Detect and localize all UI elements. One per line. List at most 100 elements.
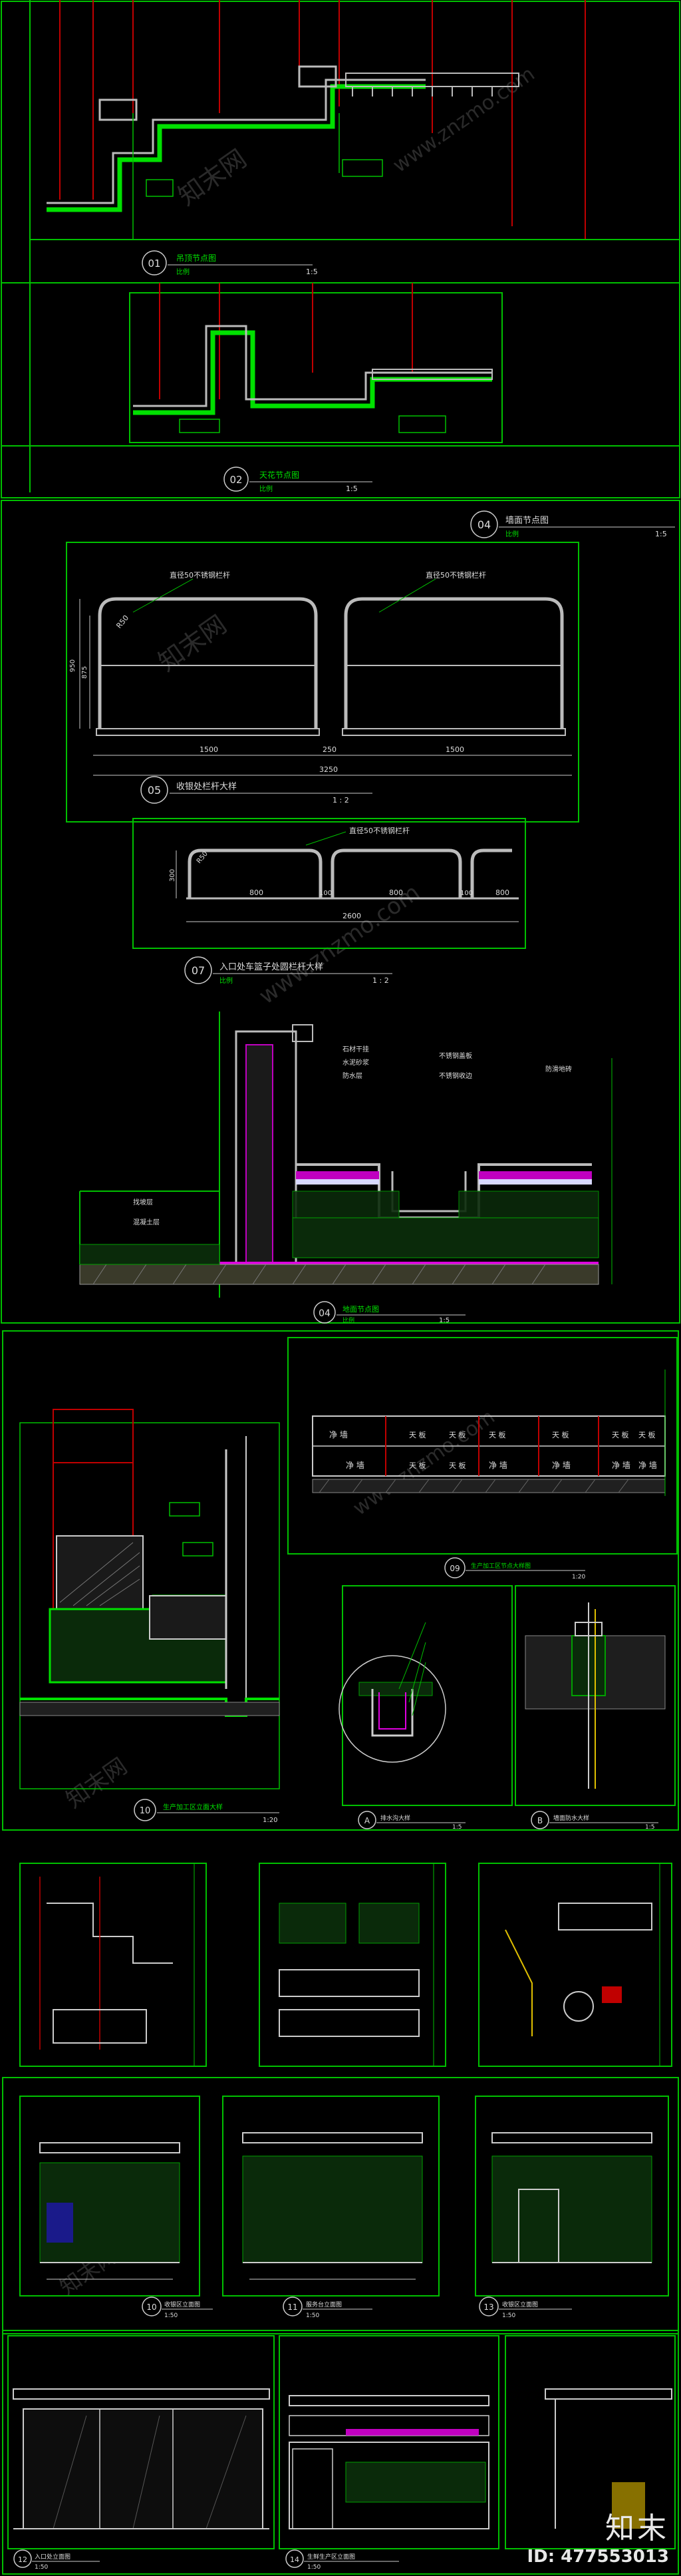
- elev14-number: 14: [290, 2555, 299, 2564]
- detail09-number: 09: [450, 1564, 460, 1573]
- detail09-box-6: 天 板: [552, 1430, 569, 1439]
- detail09-cell-2: 净 墙: [346, 1461, 364, 1470]
- thumb-2: [259, 1863, 446, 2067]
- detail09-box-5: 天 板: [489, 1430, 506, 1439]
- sheet-thumbnail-row: [0, 1850, 681, 2070]
- detail10-title: 10 生产加工区立面大样 1:20: [134, 1799, 279, 1824]
- detail07-note: 直径50不锈钢栏杆: [349, 826, 410, 835]
- detail07-title: 07 入口处车篮子处圆栏杆大样 比例 1 : 2: [184, 956, 392, 985]
- detail09-box-4: 天 板: [449, 1461, 466, 1470]
- detailA-title-text: 排水沟大样: [380, 1814, 410, 1822]
- detail07-dim-800c: 800: [495, 888, 509, 897]
- detail02-sub: 比例: [259, 484, 273, 493]
- detail10-number: 10: [140, 1806, 151, 1816]
- detail01-scale: 1:5: [306, 268, 318, 276]
- detail07-drawing: [132, 818, 526, 949]
- elev12-scale: 1:50: [35, 2564, 48, 2571]
- detail07-number: 07: [192, 964, 205, 977]
- elev13-drawing: [475, 2096, 669, 2297]
- elev11-title-text: 服务台立面图: [306, 2300, 342, 2308]
- elev12-drawing: [7, 2335, 275, 2549]
- elev10-number: 10: [146, 2302, 156, 2312]
- detail05-scale: 1 : 2: [333, 796, 349, 805]
- watermark: 知末网: [173, 144, 252, 211]
- elev14-title-text: 生鲜生产区立面图: [307, 2553, 355, 2561]
- detail09-box-3: 天 板: [409, 1461, 426, 1470]
- detail04b-scale: 1:5: [439, 1317, 450, 1324]
- detail07-dim-100a: 100: [319, 890, 332, 897]
- detail02-scale: 1:5: [346, 484, 358, 493]
- sheet6-drawing: 12 入口处立面图 1:50 14 生鲜生产区立面图 1:50: [2, 2330, 679, 2575]
- sheet1-border: [1, 1, 680, 498]
- thumb-1: [19, 1863, 207, 2067]
- detailA-scale: 1:5: [452, 1824, 462, 1831]
- detail05-radius: R50: [114, 614, 130, 630]
- detail09-title-text: 生产加工区节点大样图: [471, 1562, 531, 1570]
- detail05-dim-3250: 3250: [319, 765, 338, 774]
- detail09-box-8: 天 板: [638, 1430, 656, 1439]
- detail07-dim-800a: 800: [249, 888, 263, 897]
- detail01-number: 01: [148, 258, 160, 270]
- detail02-title-text: 天花节点图: [259, 470, 299, 480]
- sheet3-border: [2, 1330, 679, 1831]
- detailB-scale: 1:5: [645, 1824, 654, 1831]
- floor-note-4: 不锈钢盖板: [439, 1051, 472, 1060]
- detailB-number: B: [537, 1816, 543, 1825]
- elev10-scale: 1:50: [164, 2312, 178, 2319]
- floor-note-3: 防水层: [342, 1071, 362, 1080]
- detail10-drawing: [19, 1409, 280, 1789]
- detail09-drawing: [287, 1337, 678, 1555]
- brand-id: ID: 477553013: [527, 2547, 669, 2567]
- detail07-scale: 1 : 2: [372, 976, 389, 985]
- detail09-box-7: 天 板: [612, 1430, 629, 1439]
- detail01-title-text: 吊顶节点图: [176, 254, 216, 263]
- detail09-cell-4: 净 墙: [552, 1461, 571, 1470]
- watermark: 知末网: [61, 1753, 132, 1813]
- elev14-drawing: [279, 2335, 499, 2549]
- detail04-title: 04 墙面节点图 比例 1:5: [470, 510, 675, 538]
- sheet-elevations-b: 12 入口处立面图 1:50 14 生鲜生产区立面图 1:50 知末 ID: 4…: [0, 2329, 681, 2576]
- detail05-title-text: 收银处栏杆大样: [176, 782, 237, 792]
- sheet5-drawing: 知末网 10 收银区立面图 1:50 11 服务台立面图 1:50: [2, 2077, 679, 2334]
- detail01-title: 01 吊顶节点图 比例 1:5: [142, 250, 318, 276]
- detail07-radius: R50: [196, 850, 209, 865]
- brand-watermark: 知末 ID: 477553013: [527, 2504, 669, 2567]
- detail09-box-2: 天 板: [449, 1430, 466, 1439]
- detail02-number: 02: [229, 474, 242, 486]
- detail01-sub: 比例: [176, 268, 190, 276]
- elev11-number: 11: [287, 2302, 297, 2312]
- detail04b-title: 04 地面节点图 比例 1:5: [313, 1301, 466, 1324]
- elev11-drawing: [222, 2096, 440, 2297]
- detail05-dim-950: 950: [69, 659, 76, 672]
- detail01-drawing: [30, 0, 680, 240]
- detail05-dim-250: 250: [323, 745, 337, 754]
- detail05-dim-1500b: 1500: [446, 745, 464, 754]
- detail10-title-text: 生产加工区立面大样: [163, 1803, 223, 1811]
- detailB-title: B 墙面防水大样 1:5: [531, 1811, 658, 1831]
- sheet3-drawing: 知末网 www.znzmo.com 10 生产加工区立面大样 1:20: [2, 1330, 679, 1831]
- detail10-scale: 1:20: [263, 1817, 277, 1824]
- elev13-title: 13 收银区立面图 1:50: [479, 2297, 572, 2319]
- elev11-title: 11 服务台立面图 1:50: [283, 2297, 372, 2319]
- detail09-title: 09 生产加工区节点大样图 1:20: [444, 1557, 585, 1580]
- elev15-partial: [505, 2335, 676, 2549]
- detail05-note-left: 直径50不锈钢栏杆: [170, 570, 230, 580]
- detail05-title: 05 收银处栏杆大样 1 : 2: [140, 776, 372, 805]
- sheet5-border: [2, 2077, 679, 2334]
- sheet-ceiling-details: 知末网 www.znzmo.com 01 吊顶节点图 比例: [0, 0, 681, 499]
- detail05-note-right: 直径50不锈钢栏杆: [426, 570, 486, 580]
- elev13-title-text: 收银区立面图: [502, 2300, 538, 2308]
- sheet1-drawing: 知末网 www.znzmo.com 01 吊顶节点图 比例: [1, 0, 680, 498]
- detail05-dim-1500a: 1500: [200, 745, 218, 754]
- sheet-railing-details: 知末网 www.znzmo.com 04 墙面节点图 比例 1:5 直径50不锈…: [0, 499, 681, 1324]
- elev11-scale: 1:50: [306, 2312, 319, 2319]
- detail05-dim-875: 875: [81, 666, 88, 679]
- elev10-drawing: [19, 2096, 200, 2297]
- floor-note-2: 水泥砂浆: [342, 1058, 369, 1067]
- watermark: 知末网: [153, 610, 232, 677]
- detailA-title: A 排水沟大样 1:5: [358, 1811, 466, 1831]
- elev13-scale: 1:50: [502, 2312, 515, 2319]
- detail09-cell-5: 净 墙: [612, 1461, 630, 1470]
- floor-note-1: 石材干挂: [342, 1045, 369, 1053]
- detail07-dim-300: 300: [169, 869, 176, 882]
